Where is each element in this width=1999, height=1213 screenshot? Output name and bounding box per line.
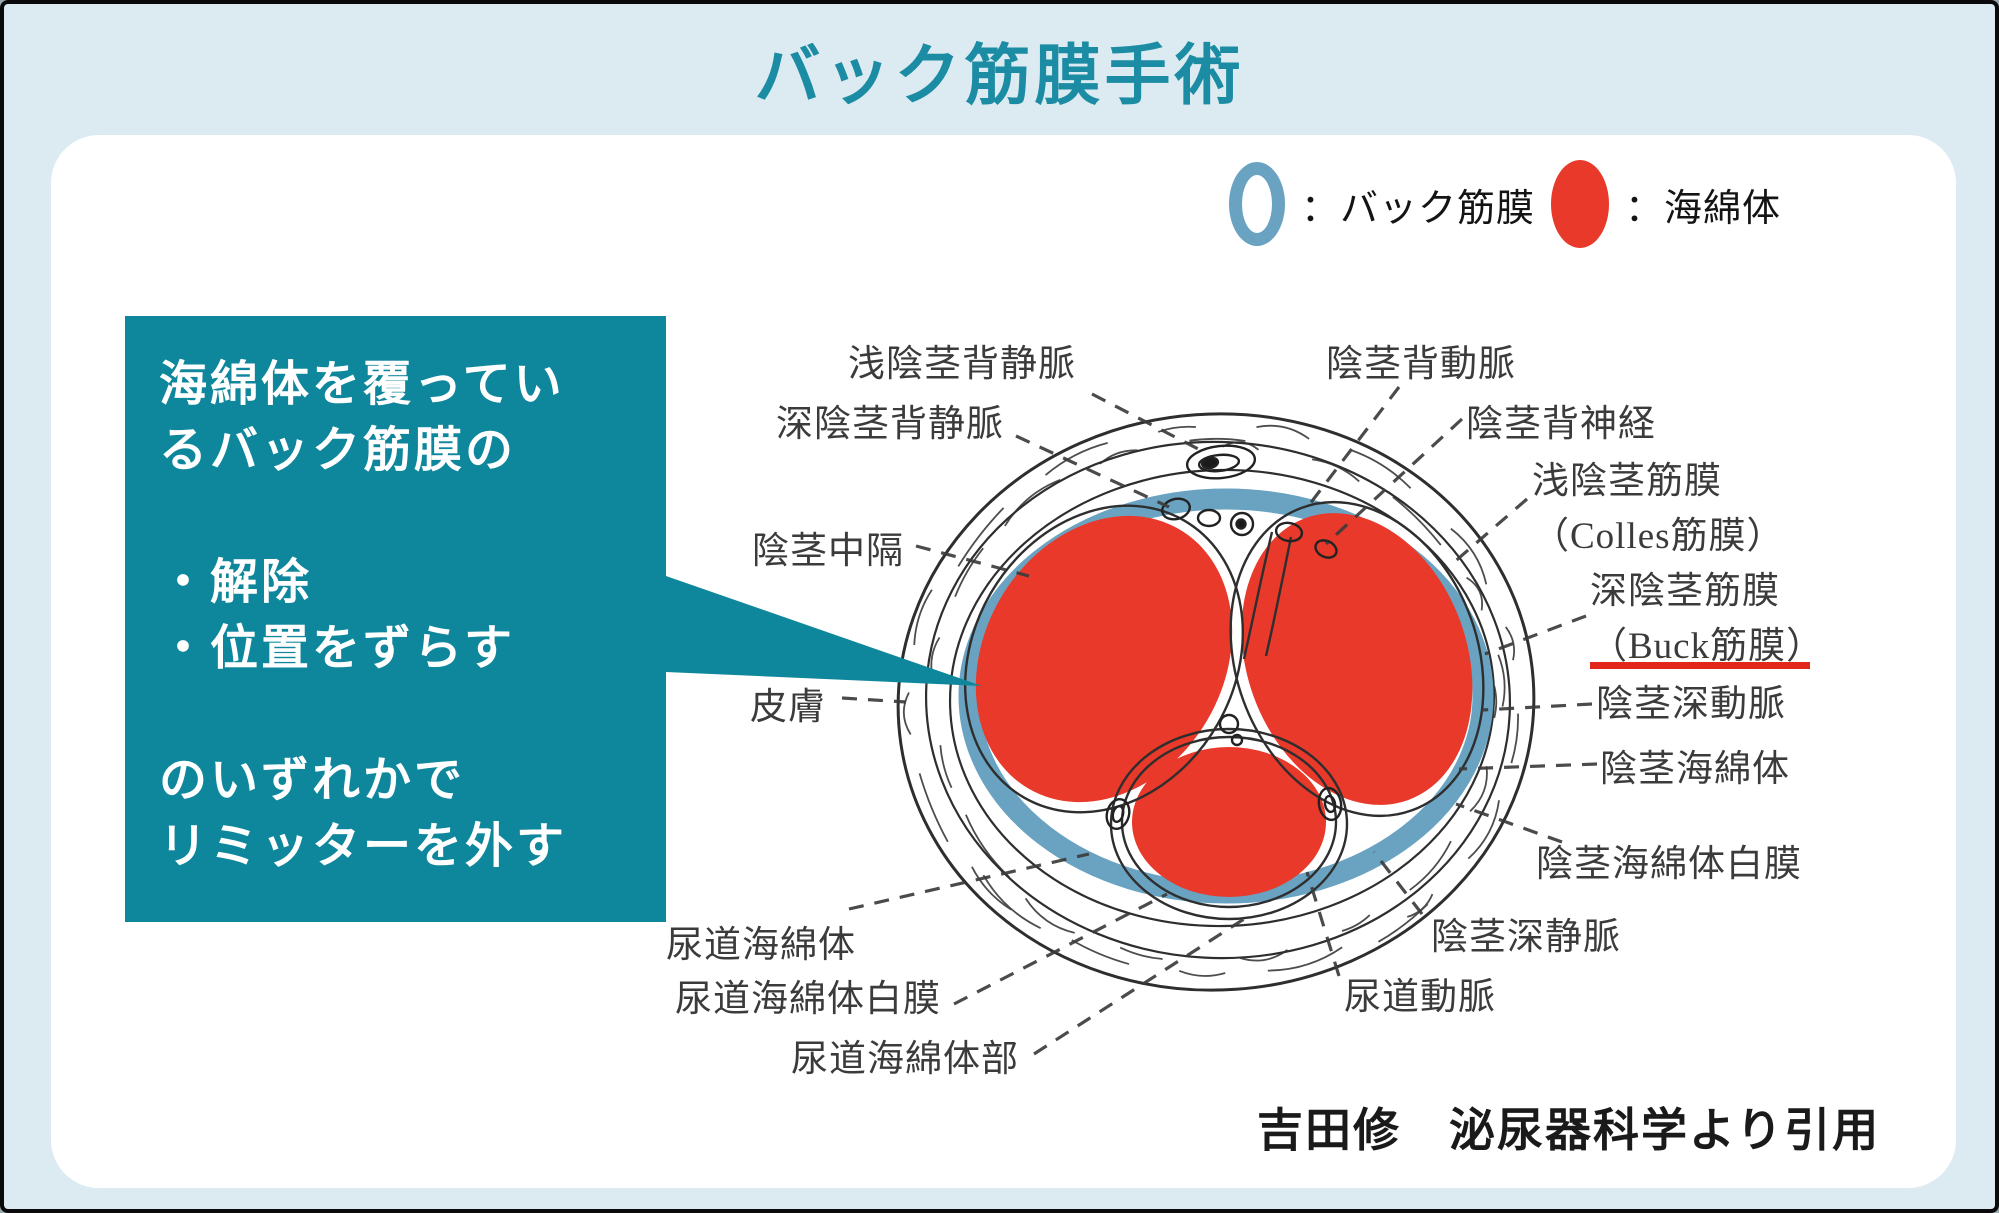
vessel-details — [1105, 444, 1343, 830]
callout-line — [159, 484, 666, 550]
callout-pointer — [666, 576, 982, 686]
callout-line: 海綿体を覆ってい — [159, 358, 565, 411]
page-title: バック筋膜手術 — [754, 38, 1245, 112]
leader-lines — [841, 386, 1598, 1056]
buck-fascia-ring-icon — [1229, 162, 1285, 246]
legend-ring-label: ：バック筋膜 — [1301, 187, 1536, 230]
callout-line: リミッターを外す — [159, 820, 568, 873]
corpus-spongiosum-body — [1132, 747, 1326, 897]
buck-fascia-underline — [1590, 662, 1810, 669]
callout-line — [159, 682, 666, 748]
skin-wrinkles — [902, 424, 1519, 977]
legend: ：バック筋膜 ：海綿体 — [1229, 156, 1781, 252]
callout-line: ・解除 — [159, 556, 313, 609]
corpus-cavernosum-left — [975, 515, 1233, 803]
callout-line: のいずれかで — [159, 754, 466, 807]
corpus-cavernosum-right — [1241, 513, 1473, 805]
cavernous-body-icon — [1551, 160, 1610, 248]
callout-line: るバック筋膜の — [159, 424, 517, 477]
legend-circle-label: ：海綿体 — [1625, 187, 1782, 230]
callout-box: 海綿体を覆ってい るバック筋膜の ・解除 ・位置をずらす のいずれかで リミッタ… — [125, 316, 666, 922]
citation: 吉田修 泌尿器科学より引用 — [1257, 1104, 1881, 1156]
callout-line: ・位置をずらす — [159, 622, 516, 675]
penile-septum-lines — [1242, 531, 1293, 660]
tunica-outlines — [963, 500, 1485, 921]
cross-section-diagram — [666, 386, 1598, 1056]
